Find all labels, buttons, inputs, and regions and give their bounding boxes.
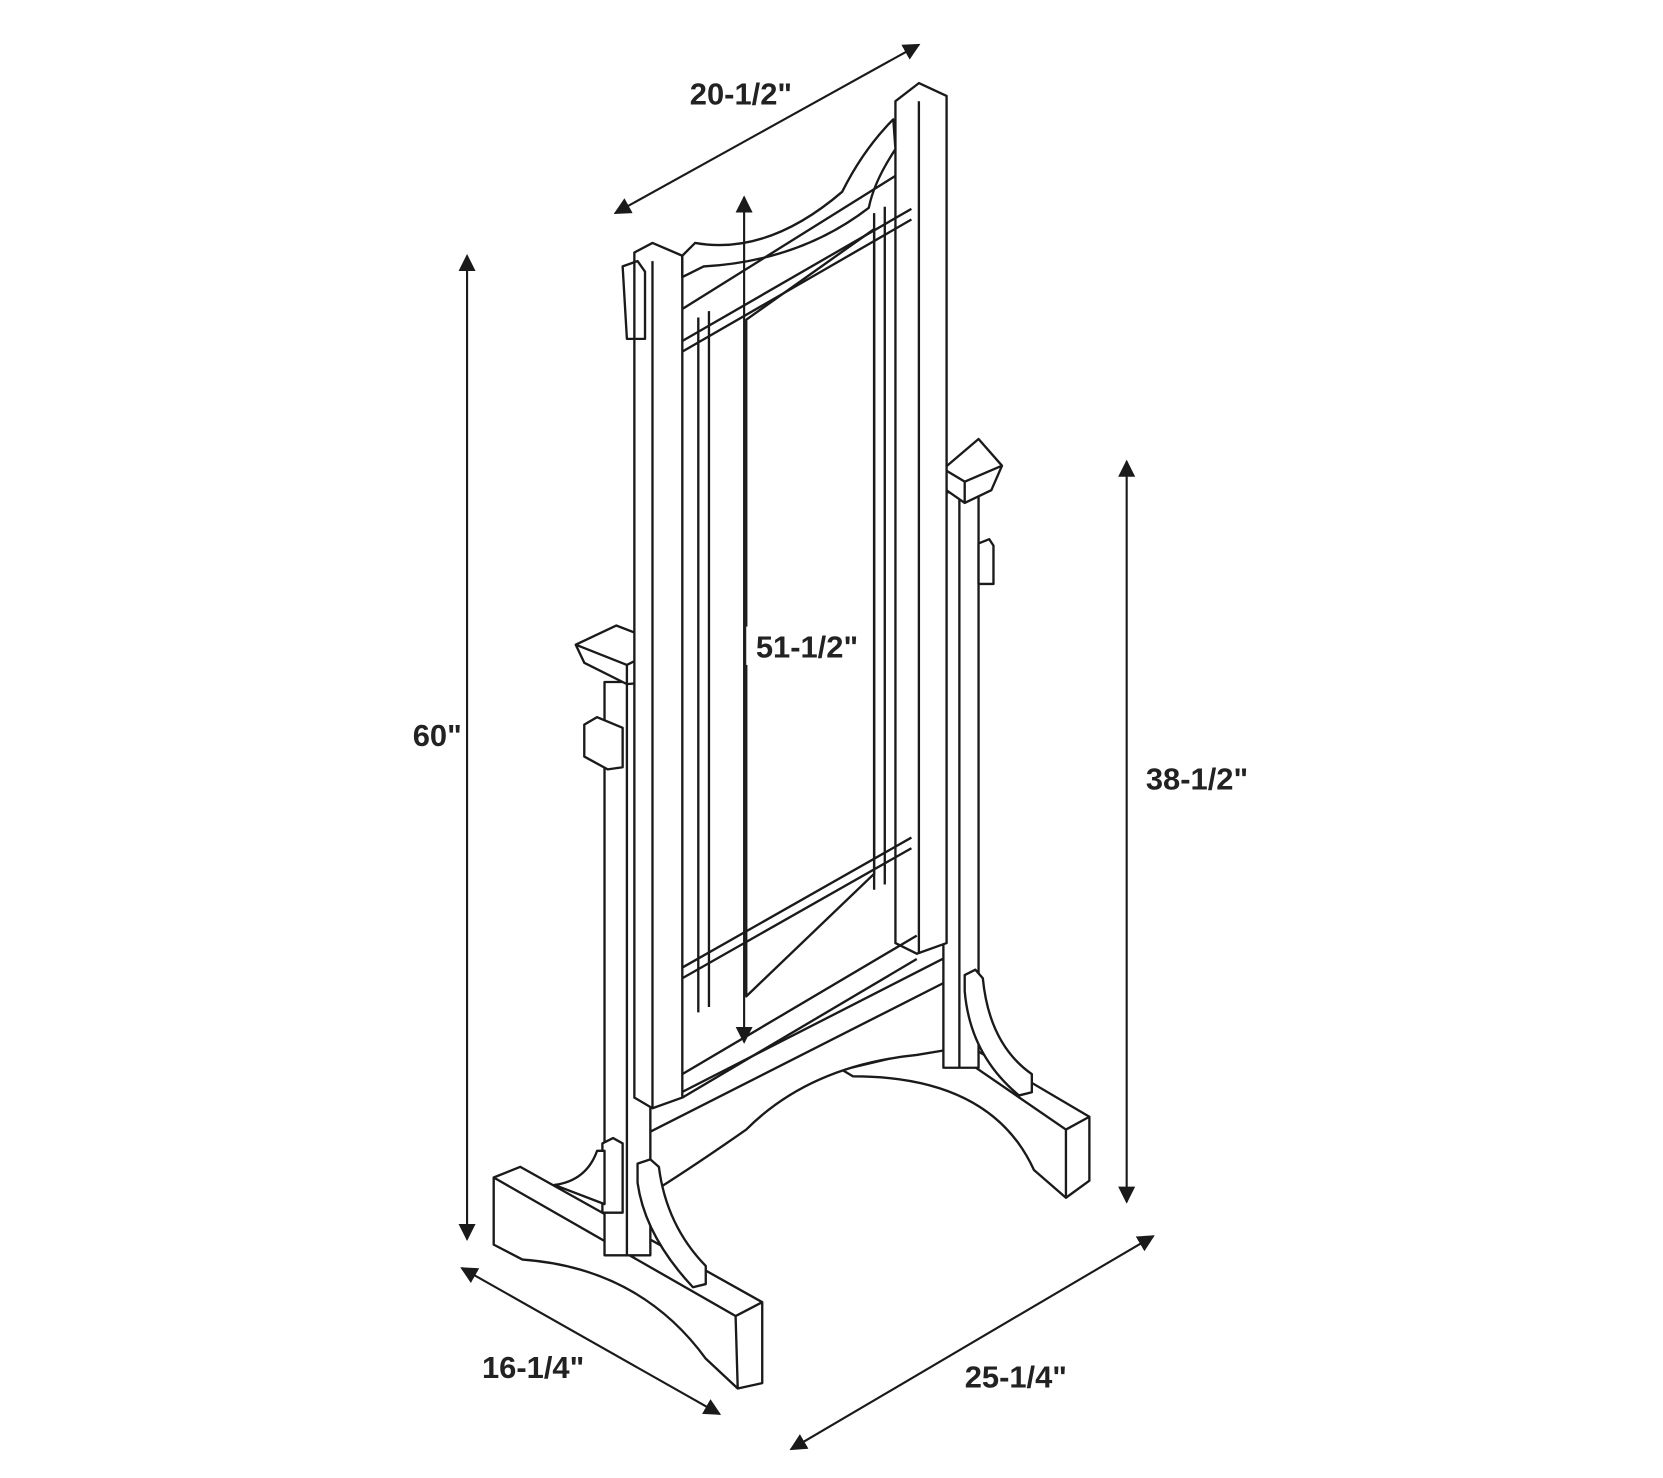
overall-width-arrow — [789, 1235, 1155, 1451]
right-foot — [840, 1037, 1091, 1199]
right-stand-post — [942, 437, 1034, 1097]
depth-label: 16-1/4" — [482, 1350, 584, 1385]
mirror-height-label: 51-1/2" — [756, 629, 858, 664]
frame-width-arrow — [613, 43, 921, 215]
frame-width-label: 20-1/2" — [690, 76, 792, 111]
depth-arrow — [460, 1267, 722, 1415]
stretcher — [649, 954, 950, 1195]
stand-height-label: 38-1/2" — [1146, 762, 1248, 797]
overall-width-label: 25-1/4" — [965, 1359, 1067, 1394]
overall-height-label: 60" — [413, 718, 462, 753]
mirror-frame — [621, 81, 948, 1110]
